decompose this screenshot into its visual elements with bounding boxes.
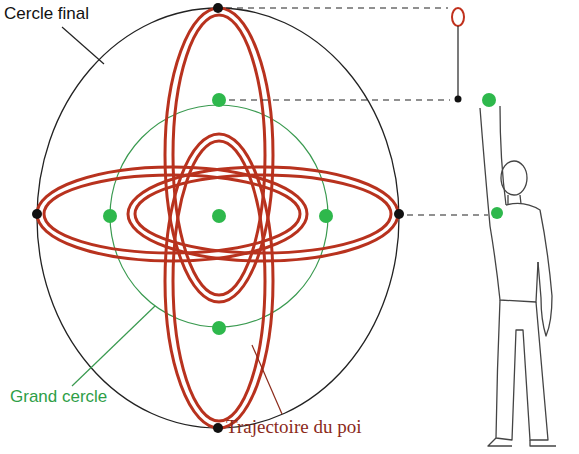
guide-lines <box>226 8 488 215</box>
diagram-label: Grand cercle <box>10 388 107 407</box>
leader-line <box>62 27 104 64</box>
shoulder <box>491 207 503 219</box>
poi <box>452 8 464 103</box>
poi-positions <box>32 3 404 433</box>
leader-line <box>72 306 155 386</box>
person <box>480 106 556 446</box>
hand-positions <box>103 93 333 335</box>
hand <box>482 93 496 107</box>
diagram-label: Trajectoire du poi <box>226 417 361 438</box>
final-circle <box>37 8 399 428</box>
diagram-label: Cercle final <box>4 5 89 24</box>
poi-trajectory <box>37 8 398 428</box>
leader-line <box>252 345 282 414</box>
